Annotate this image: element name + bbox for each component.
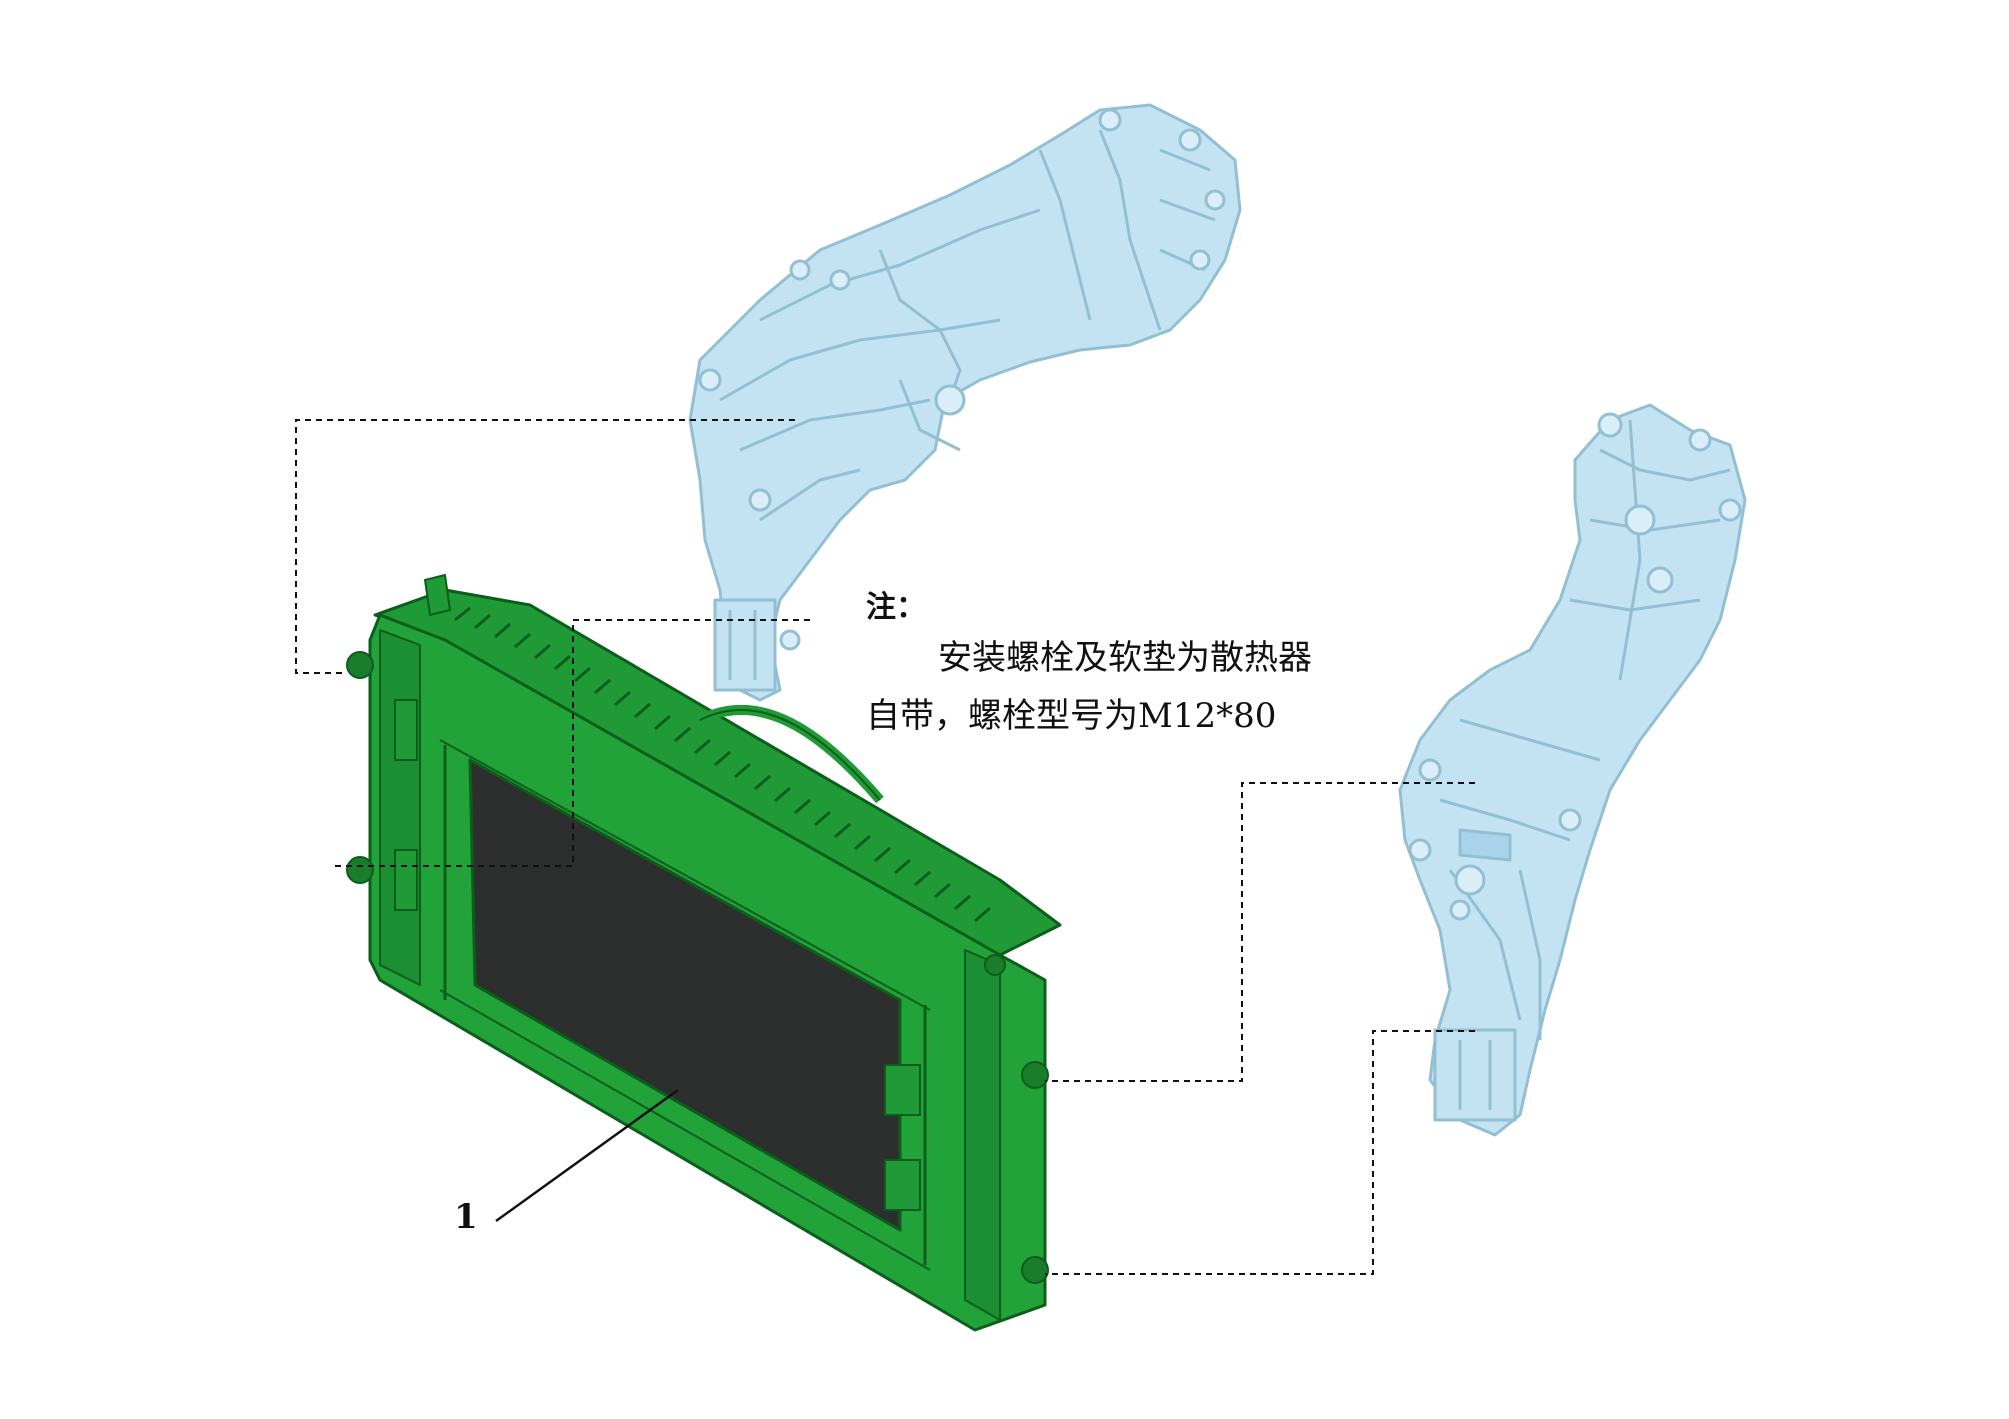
bolt-connection-lines — [295, 419, 1475, 1275]
note-line-2: 自带，螺栓型号为M12*80 — [866, 696, 1277, 736]
connection-line-right-upper — [1045, 782, 1475, 1082]
callout-label-1: 1 — [454, 1197, 478, 1237]
connection-line-right-lower — [1045, 1030, 1475, 1275]
upper-mounting-bracket-icon — [688, 103, 1242, 702]
right-mounting-bracket-icon — [1398, 403, 1747, 1137]
radiator-assembly-icon — [346, 574, 1062, 1332]
callout-1-leader-line — [495, 1088, 679, 1223]
note-line-1: 安装螺栓及软垫为散热器 — [938, 638, 1312, 678]
note-title: 注： — [866, 590, 926, 625]
